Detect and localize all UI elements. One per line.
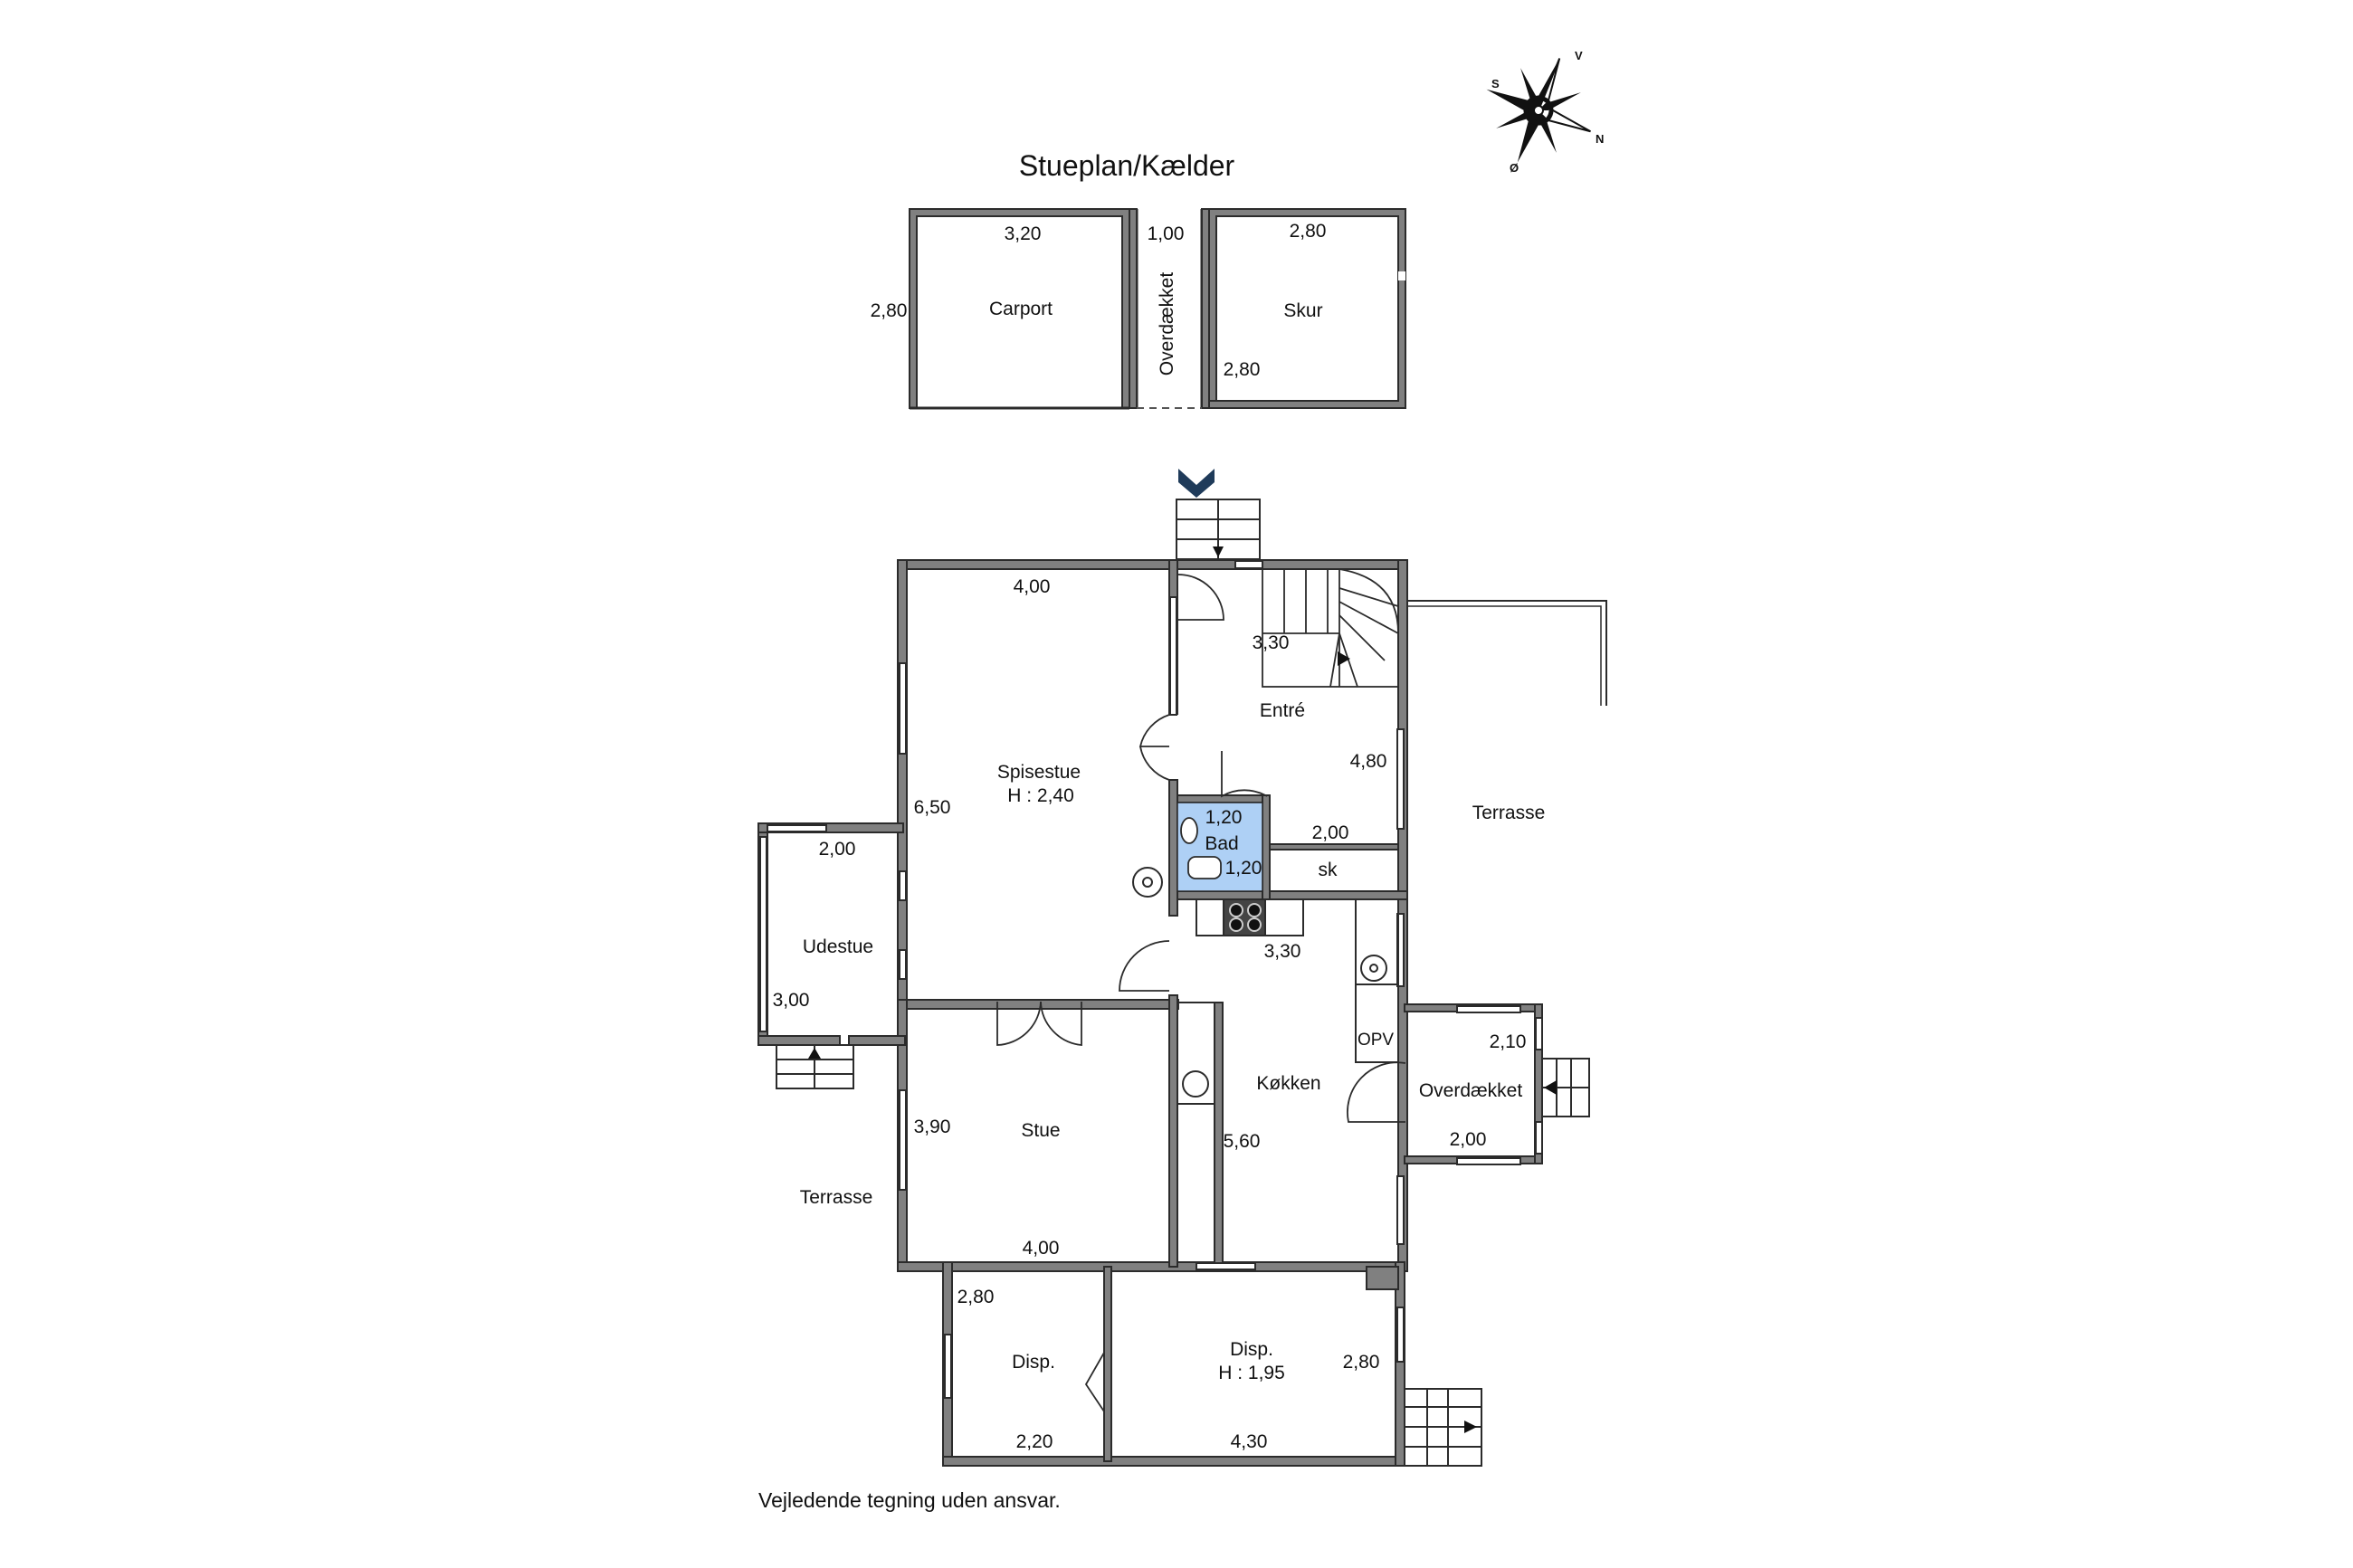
skur-walls [1208, 208, 1406, 409]
bad-depth: 1,20 [1225, 858, 1262, 879]
compass-n-label: N [1596, 132, 1604, 146]
entrance-arrow-icon [1178, 469, 1215, 498]
disp-small-label: Disp. [1012, 1352, 1055, 1373]
terrace-railing [1407, 600, 1607, 706]
entre-label: Entré [1260, 700, 1305, 721]
entre-stair-width: 3,30 [1253, 632, 1290, 653]
overdaekket-label: Overdækket [1157, 272, 1177, 376]
bad-label: Bad [1205, 833, 1238, 854]
house-walls [757, 559, 1543, 1467]
overdaekket-width: 1,00 [1148, 223, 1185, 244]
basement-steps-arrow-icon [1464, 1421, 1477, 1433]
disp-large-width: 4,30 [1231, 1431, 1268, 1452]
spisestue-height: H : 2,40 [1007, 785, 1074, 806]
disp-small-width: 2,20 [1016, 1431, 1053, 1452]
kitchen-fixtures [1132, 867, 1399, 1105]
compass-v-label: V [1575, 49, 1583, 62]
skur-width: 2,80 [1290, 221, 1327, 242]
bath-fixtures [1180, 817, 1222, 879]
stue-depth: 3,90 [914, 1117, 951, 1137]
stair-arrow-icon [1338, 651, 1350, 666]
opv-label: OPV [1358, 1031, 1394, 1050]
skur-depth: 2,80 [1224, 359, 1261, 380]
carport-width: 3,20 [1005, 223, 1042, 244]
bad-width: 1,20 [1205, 807, 1243, 828]
stue-label: Stue [1021, 1120, 1060, 1141]
carport-label: Carport [989, 299, 1053, 319]
doors [996, 574, 1406, 1412]
stue-width: 4,00 [1023, 1238, 1060, 1259]
disp-large-height: H : 1,95 [1218, 1363, 1285, 1383]
koekken-label: Køkken [1256, 1073, 1320, 1094]
disp-large-label: Disp. [1230, 1339, 1273, 1360]
udestue-steps-arrow-icon [808, 1048, 821, 1059]
disclaimer-text: Vejledende tegning uden ansvar. [758, 1488, 1061, 1512]
side-overdaekket-label: Overdækket [1419, 1080, 1523, 1101]
compass-s-label: S [1491, 77, 1500, 90]
sk-width: 2,00 [1312, 822, 1349, 843]
spisestue-width: 4,00 [1014, 576, 1051, 597]
spisestue-depth: 6,50 [914, 797, 951, 818]
internal-staircase [1262, 568, 1399, 688]
koekken-width: 3,30 [1264, 941, 1301, 962]
plan-title: Stueplan/Kælder [1019, 149, 1235, 182]
windows [759, 560, 1543, 1399]
side-overdaekket-width-bottom: 2,00 [1450, 1129, 1487, 1150]
sk-label: sk [1319, 860, 1338, 880]
compass-o-label: Ø [1510, 161, 1519, 175]
terrasse-right-label: Terrasse [1472, 803, 1546, 823]
udestue-depth: 3,00 [773, 990, 810, 1011]
spisestue-label: Spisestue [997, 762, 1081, 783]
disp-large-depth: 2,80 [1343, 1352, 1380, 1373]
skur-label: Skur [1283, 300, 1322, 321]
entry-steps-arrow-icon [1213, 546, 1224, 557]
koekken-depth: 5,60 [1224, 1131, 1261, 1152]
entre-depth: 4,80 [1350, 751, 1387, 772]
disp-small-depth: 2,80 [957, 1287, 995, 1307]
carport-depth: 2,80 [871, 300, 908, 321]
terrasse-left-label: Terrasse [800, 1187, 873, 1208]
side-overdaekket-width-top: 2,10 [1490, 1031, 1527, 1052]
outbuildings [909, 208, 1406, 410]
side-steps-arrow-icon [1544, 1080, 1557, 1095]
compass-icon [1486, 58, 1591, 163]
udestue-label: Udestue [803, 936, 873, 957]
udestue-width: 2,00 [819, 839, 856, 860]
